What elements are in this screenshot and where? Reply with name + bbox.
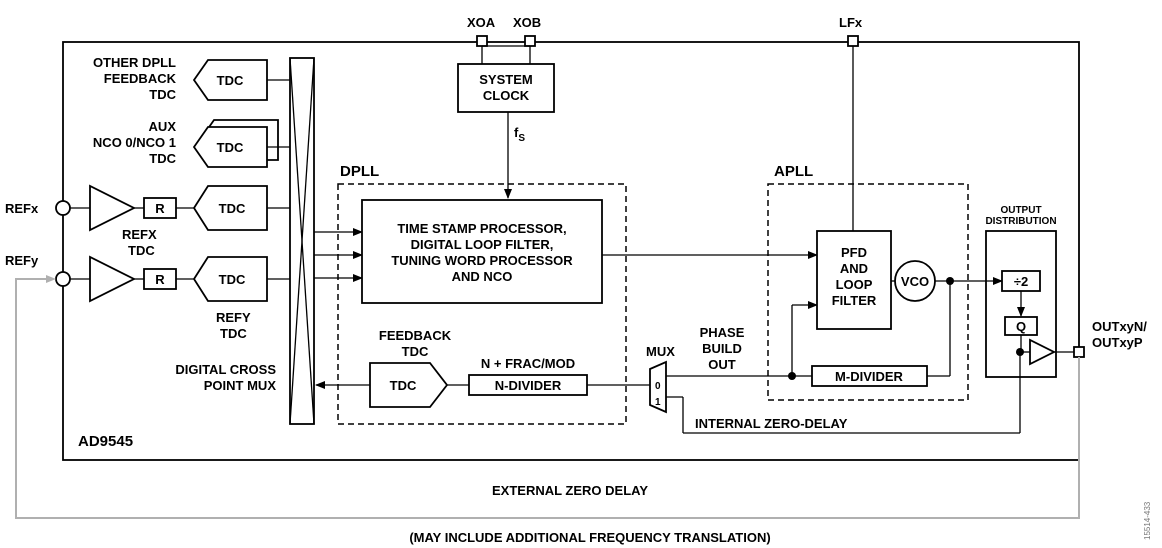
internal-zero-delay-label: INTERNAL ZERO-DELAY bbox=[695, 416, 848, 431]
mux-shape bbox=[649, 360, 667, 414]
pin-refx bbox=[55, 200, 71, 216]
aux-nco-label-3: TDC bbox=[149, 151, 176, 166]
pin-refy-label: REFy bbox=[5, 253, 39, 268]
external-note: (MAY INCLUDE ADDITIONAL FREQUENCY TRANSL… bbox=[409, 530, 770, 545]
output-distribution-title-2: DISTRIBUTION bbox=[985, 216, 1056, 227]
apll-region bbox=[767, 183, 969, 401]
nfrac-label: N + FRAC/MOD bbox=[481, 356, 575, 371]
phase-build-out-2: BUILD bbox=[702, 341, 742, 356]
svg-text:TUNING WORD PROCESSOR: TUNING WORD PROCESSOR bbox=[391, 253, 573, 268]
svg-text:TDC: TDC bbox=[219, 272, 246, 287]
pin-refy bbox=[55, 271, 71, 287]
system-clock-label-1: SYSTEM bbox=[479, 72, 532, 87]
pin-refx-label: REFx bbox=[5, 201, 39, 216]
external-zero-delay-label: EXTERNAL ZERO DELAY bbox=[492, 483, 648, 498]
chip-outline bbox=[62, 41, 1080, 461]
svg-text:÷2: ÷2 bbox=[1014, 274, 1028, 289]
pin-lfx bbox=[847, 35, 859, 47]
apll-title: APLL bbox=[774, 163, 813, 180]
svg-text:VCO: VCO bbox=[901, 274, 929, 289]
time-stamp-processor bbox=[361, 199, 603, 304]
aux-nco-label-1: AUX bbox=[149, 119, 177, 134]
pin-xoa-label: XOA bbox=[467, 15, 496, 30]
pin-xob-label: XOB bbox=[513, 15, 541, 30]
aux-nco-label-2: NCO 0/NCO 1 bbox=[93, 135, 176, 150]
crosspoint-label-1: DIGITAL CROSS bbox=[175, 362, 276, 377]
tdc-other-dpll: TDC bbox=[192, 59, 268, 101]
pin-out-label-2: OUTxyP bbox=[1092, 335, 1143, 350]
feedback-tdc-label-2: TDC bbox=[402, 344, 429, 359]
other-dpll-feedback-label-1: OTHER DPLL bbox=[93, 55, 176, 70]
refx-buffer bbox=[89, 184, 137, 232]
refx-tdc-label-2: TDC bbox=[128, 243, 155, 258]
svg-text:1: 1 bbox=[655, 397, 661, 408]
system-clock-block bbox=[457, 63, 555, 113]
pin-lfx-label: LFx bbox=[839, 15, 863, 30]
tdc-refx: TDC bbox=[192, 185, 268, 231]
refy-tdc-label-2: TDC bbox=[220, 326, 247, 341]
other-dpll-feedback-label-2: FEEDBACK bbox=[104, 71, 177, 86]
pin-xob bbox=[524, 35, 536, 47]
output-buffer bbox=[1029, 338, 1057, 366]
svg-text:FILTER: FILTER bbox=[832, 293, 877, 308]
pin-out bbox=[1073, 346, 1085, 358]
refx-tdc-label-1: REFX bbox=[122, 227, 157, 242]
svg-text:TDC: TDC bbox=[390, 378, 417, 393]
chip-name: AD9545 bbox=[78, 433, 133, 450]
svg-text:TDC: TDC bbox=[217, 140, 244, 155]
pfd-loop-filter bbox=[816, 230, 892, 330]
phase-build-out-3: OUT bbox=[708, 357, 736, 372]
mux-title: MUX bbox=[646, 344, 675, 359]
phase-build-out-1: PHASE bbox=[700, 325, 745, 340]
svg-text:AND: AND bbox=[840, 261, 868, 276]
other-dpll-feedback-label-3: TDC bbox=[149, 87, 176, 102]
external-zero-delay-path bbox=[15, 278, 1080, 519]
crosspoint-label-2: POINT MUX bbox=[204, 378, 277, 393]
svg-text:TDC: TDC bbox=[217, 73, 244, 88]
output-distribution-title-1: OUTPUT bbox=[1000, 205, 1041, 216]
dpll-title: DPLL bbox=[340, 163, 379, 180]
refy-tdc-label-1: REFY bbox=[216, 310, 251, 325]
fs-label: fS bbox=[514, 125, 525, 144]
svg-text:TIME STAMP PROCESSOR,: TIME STAMP PROCESSOR, bbox=[397, 221, 566, 236]
feedback-tdc-label-1: FEEDBACK bbox=[379, 328, 452, 343]
svg-text:M-DIVIDER: M-DIVIDER bbox=[835, 369, 904, 384]
m-divider bbox=[811, 365, 928, 387]
tdc-aux-nco: TDC bbox=[192, 119, 279, 168]
pin-out-label-1: OUTxyN/ bbox=[1092, 319, 1147, 334]
svg-text:0: 0 bbox=[655, 381, 661, 392]
svg-text:PFD: PFD bbox=[841, 245, 867, 260]
svg-text:Q: Q bbox=[1016, 319, 1026, 334]
svg-text:R: R bbox=[155, 201, 165, 216]
svg-text:N-DIVIDER: N-DIVIDER bbox=[495, 378, 562, 393]
output-distribution-block bbox=[985, 230, 1057, 378]
svg-text:DIGITAL LOOP FILTER,: DIGITAL LOOP FILTER, bbox=[411, 237, 554, 252]
svg-text:TDC: TDC bbox=[219, 201, 246, 216]
svg-text:LOOP: LOOP bbox=[836, 277, 873, 292]
refy-buffer bbox=[89, 255, 137, 303]
pin-xoa bbox=[476, 35, 488, 47]
svg-text:R: R bbox=[155, 272, 165, 287]
tdc-refy: TDC bbox=[192, 256, 268, 302]
system-clock-label-2: CLOCK bbox=[483, 88, 530, 103]
dpll-region bbox=[337, 183, 627, 425]
svg-text:AND NCO: AND NCO bbox=[452, 269, 513, 284]
tdc-feedback: TDC bbox=[369, 362, 449, 408]
figure-id: 15514-433 bbox=[1143, 501, 1152, 540]
